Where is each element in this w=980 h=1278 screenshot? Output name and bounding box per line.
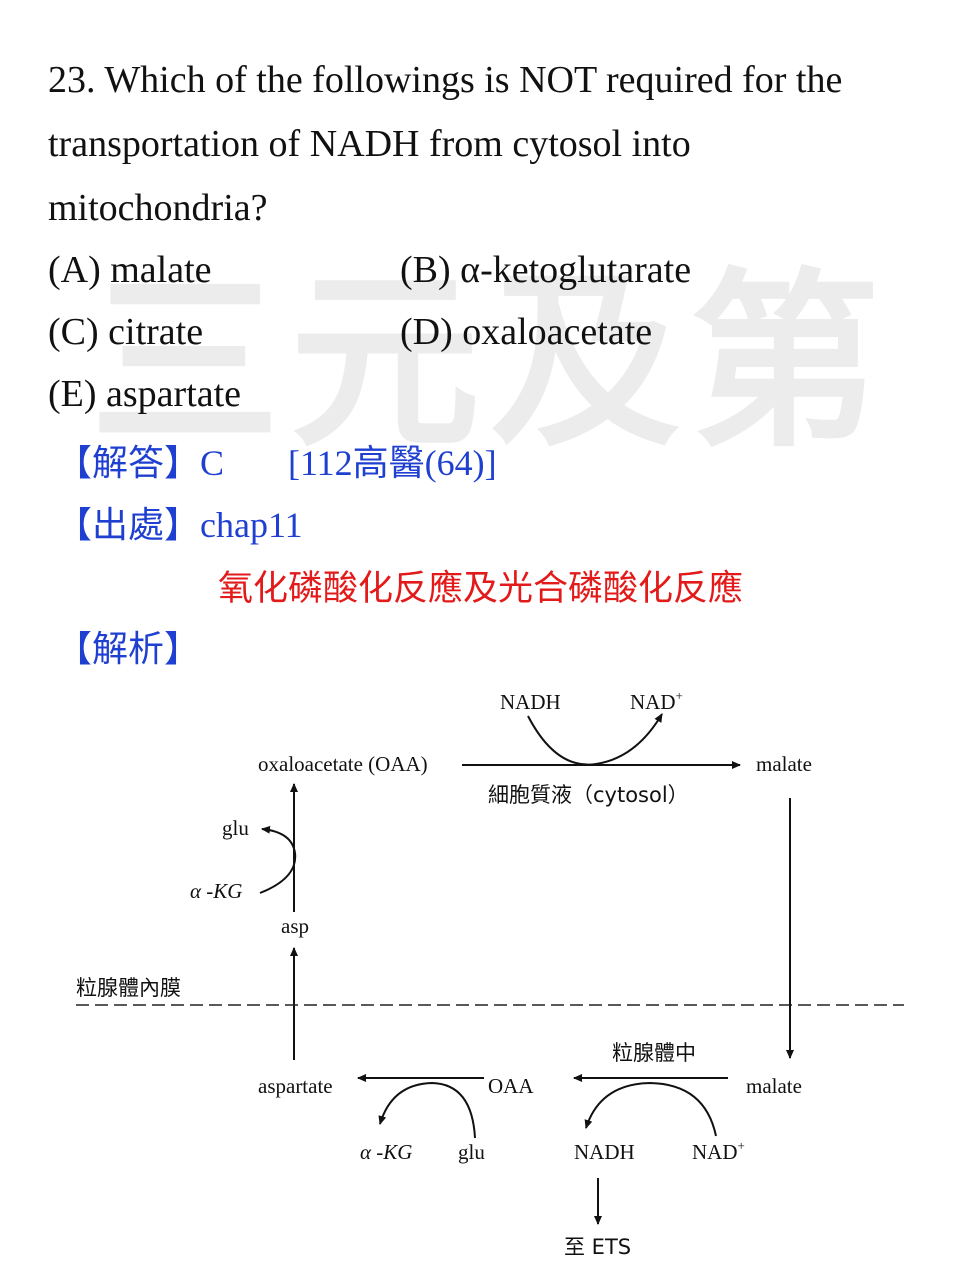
answer-label: 【解答】: [56, 443, 201, 483]
akg-top-label: α -KG: [190, 879, 242, 903]
nadh-bottom-label: NADH: [574, 1140, 635, 1164]
option-a: (A) malate: [48, 249, 212, 291]
origin-label: 【出處】: [56, 505, 201, 545]
option-d: (D) oxaloacetate: [400, 311, 653, 353]
origin-value: chap11: [200, 505, 303, 545]
watermark: 三元及第: [89, 252, 890, 473]
akg-bottom-label: α -KG: [360, 1140, 412, 1164]
ets-label: 至 ETS: [564, 1235, 631, 1259]
question-line-2: transportation of NADH from cytosol into: [48, 123, 691, 165]
nad-top-label: NAD+: [630, 688, 683, 714]
nad-bottom-label: NAD+: [692, 1138, 745, 1164]
option-c: (C) citrate: [48, 311, 204, 353]
analysis-label: 【解析】: [56, 629, 201, 669]
matrix-label: 粒腺體中: [612, 1041, 696, 1065]
glu-bottom-label: glu: [458, 1140, 485, 1164]
question-line-1: 23. Which of the followings is NOT requi…: [48, 59, 843, 101]
glu-to-akg-curve: [378, 1081, 476, 1139]
option-e: (E) aspartate: [48, 373, 242, 415]
malate-top-label: malate: [756, 752, 812, 776]
membrane-label: 粒腺體內膜: [76, 976, 181, 1000]
glu-top-label: glu: [222, 816, 249, 840]
answer-row: 【解答】C [112高醫(64)]: [56, 434, 497, 486]
asp-label: asp: [281, 914, 309, 938]
option-b: (B) α-ketoglutarate: [400, 249, 692, 291]
nadh-top-label: NADH: [500, 690, 561, 714]
nad-to-nadh-curve-bottom: [584, 1081, 717, 1137]
origin-row: 【出處】chap11: [56, 496, 303, 548]
oaa-top-label: oxaloacetate (OAA): [258, 752, 428, 776]
question-line-3: mitochondria?: [48, 187, 268, 229]
cytosol-label: 細胞質液（cytosol）: [488, 783, 689, 807]
topic-title: 氧化磷酸化反應及光合磷酸化反應: [218, 569, 744, 608]
answer-source: [112高醫(64)]: [288, 443, 497, 483]
oaa-bottom-label: OAA: [488, 1074, 534, 1098]
aspartate-label: aspartate: [258, 1074, 333, 1098]
malate-bottom-label: malate: [746, 1074, 802, 1098]
akg-to-glu-curve: [259, 825, 297, 894]
nadh-to-nad-curve-top: [527, 713, 663, 766]
answer-value: C: [200, 443, 225, 483]
